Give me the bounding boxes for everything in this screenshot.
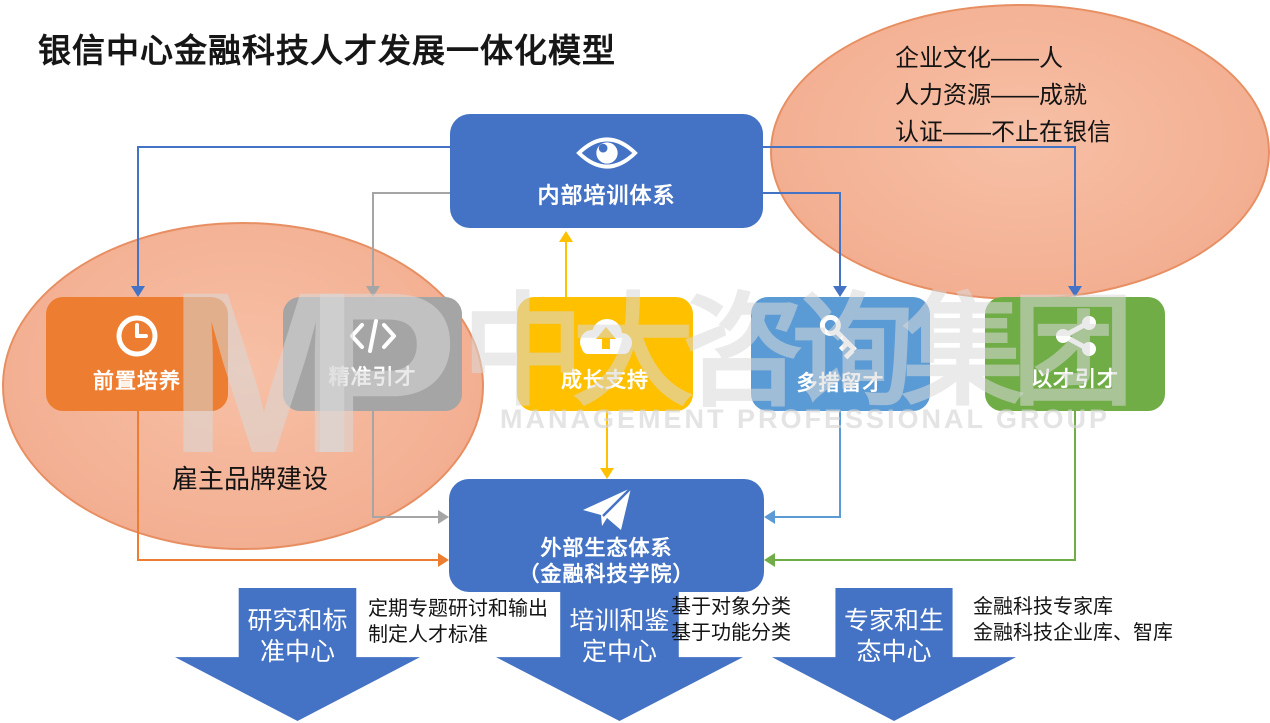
culture-line-3: 认证——不止在银信 [895, 119, 1111, 146]
arrowhead-external-from-retain [764, 510, 775, 524]
center-arrow-expert-ecosystem-label: 专家和生 态中心 [843, 607, 944, 666]
culture-line-2: 人力资源——成就 [895, 82, 1087, 109]
arrowhead-external-from-growth [600, 468, 614, 479]
connector-attract-to-external-v [1074, 411, 1076, 561]
node-pre-training-label: 前置培养 [93, 370, 181, 393]
arrowhead-talent-attract [1068, 286, 1082, 297]
connector-retain-to-external-v [839, 411, 841, 518]
node-growth-support-label: 成长支持 [561, 369, 649, 392]
key-icon [816, 311, 866, 361]
connector-retain-to-external-h [775, 516, 841, 518]
note-training-certification: 基于对象分类 基于功能分类 [671, 596, 791, 644]
culture-ellipse-text: 企业文化——人 人力资源——成就 认证——不止在银信 [895, 40, 1111, 151]
employer-brand-label: 雇主品牌建设 [172, 464, 329, 494]
node-internal-training: 内部培训体系 [450, 114, 763, 228]
eye-icon [575, 133, 638, 173]
connector-precise-to-external-v [372, 411, 374, 517]
connector-attract-to-external-h [775, 559, 1076, 561]
cloud-upload-icon [574, 314, 636, 358]
connector-internal-to-retain [763, 192, 841, 194]
connector-internal-to-pre-v [137, 146, 139, 286]
code-icon [347, 317, 399, 355]
connector-growth-to-external [606, 411, 608, 468]
node-external-ecosystem-line1: 外部生态体系 [540, 536, 673, 560]
node-internal-training-label: 内部培训体系 [537, 183, 676, 208]
arrowhead-pre-training [131, 286, 145, 297]
node-multi-retention: 多措留才 [751, 297, 930, 411]
connector-growth-to-internal [565, 242, 567, 297]
node-talent-attract: 以才引才 [985, 297, 1165, 411]
arrowhead-multi-retention [833, 286, 847, 297]
node-pre-training: 前置培养 [46, 297, 228, 411]
connector-precise-to-external-h [372, 516, 438, 518]
arrowhead-external-from-attract [764, 553, 775, 567]
arrowhead-external-from-precise [438, 510, 449, 524]
node-talent-attract-label: 以才引才 [1031, 368, 1119, 391]
note-research-standards: 定期专题研讨和输出 制定人才标准 [368, 598, 548, 646]
node-multi-retention-label: 多措留才 [796, 372, 885, 395]
note-expert-ecosystem: 金融科技专家库 金融科技企业库、智库 [973, 596, 1173, 644]
node-external-ecosystem: 外部生态体系 （金融科技学院） [449, 479, 764, 592]
center-arrow-training-certification-label: 培训和鉴 定中心 [569, 607, 670, 666]
center-arrow-research-standards-label: 研究和标 准中心 [247, 607, 348, 666]
arrowhead-internal-training [559, 231, 573, 242]
connector-internal-to-precise [372, 192, 450, 194]
connector-pre-to-external-h [137, 559, 438, 561]
node-growth-support: 成长支持 [517, 297, 693, 411]
connector-internal-to-attract-v [1074, 146, 1076, 286]
node-precise-recruit: 精准引才 [283, 297, 462, 411]
node-precise-recruit-label: 精准引才 [328, 366, 417, 389]
connector-internal-to-precise-v [372, 192, 374, 286]
page-title: 银信中心金融科技人才发展一体化模型 [38, 32, 616, 69]
arrowhead-precise-recruit [366, 286, 380, 297]
share-icon [1052, 315, 1098, 357]
connector-internal-to-retain-v [839, 192, 841, 286]
culture-line-1: 企业文化——人 [895, 45, 1063, 72]
arrowhead-external-from-pre [438, 553, 449, 567]
paper-plane-icon [579, 484, 635, 532]
clock-icon [114, 313, 160, 359]
connector-pre-to-external-v [137, 411, 139, 560]
connector-internal-to-attract [763, 146, 1076, 148]
culture-ellipse [770, 4, 1270, 300]
node-external-ecosystem-label: 外部生态体系 （金融科技学院） [519, 536, 695, 588]
node-external-ecosystem-line2: （金融科技学院） [518, 562, 695, 586]
connector-internal-to-pre [137, 146, 452, 148]
